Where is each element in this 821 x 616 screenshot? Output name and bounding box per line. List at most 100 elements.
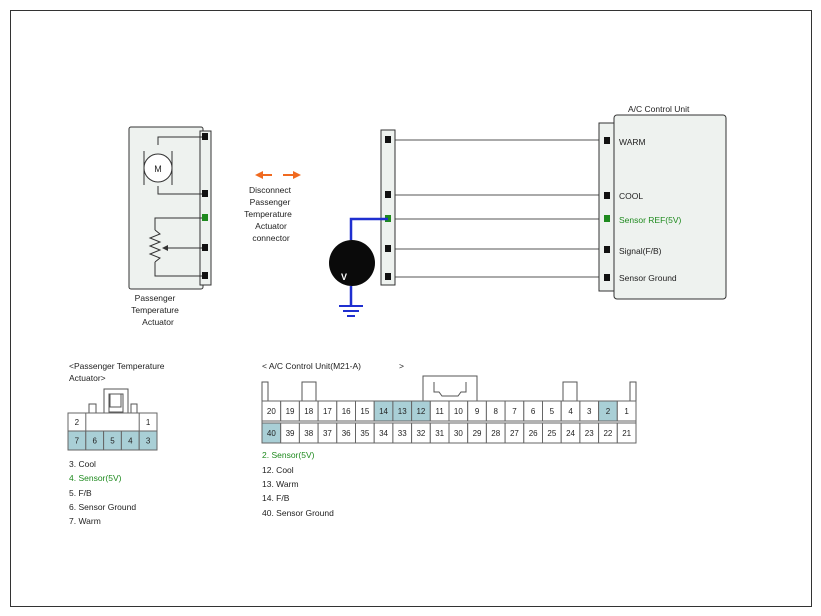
actuator-pin-cool [202,190,208,197]
pin-number: 21 [622,429,631,438]
pin-number: 39 [286,429,295,438]
pin-number: 6 [531,407,536,416]
voltmeter-icon [329,240,375,286]
pin-number: 40 [267,429,276,438]
cu-pin-warm [604,137,610,144]
pin-number: 2 [606,407,611,416]
pin-number: 11 [435,407,444,416]
harness-pin-warm [385,136,391,143]
pin-number: 26 [529,429,538,438]
pot-wire-top [154,217,204,230]
actuator-label-1: Passenger [135,293,176,303]
pin-cell [616,400,637,422]
pin-number: 33 [398,429,407,438]
disconnect-line-4: Actuator [255,221,287,231]
actuator-pin-sensor [202,214,208,221]
pin-number: 3 [146,437,151,446]
pin-number: 5 [550,407,555,416]
pin-number: 4 [128,437,133,446]
left-legend-3: 5. F/B [69,488,92,498]
pin-number: 3 [587,407,592,416]
voltmeter-label: V [341,272,347,282]
terminal-cool: COOL [619,191,643,201]
pin-number: 16 [342,407,351,416]
pin-number: 35 [360,429,369,438]
pin-number: 27 [510,429,519,438]
pin-number: 7 [75,437,80,446]
pin-number: 29 [473,429,482,438]
cu-pin-sensor [604,215,610,222]
pin-number: 6 [92,437,97,446]
disconnect-arrows-icon [255,171,301,179]
actuator-pin-warm [202,133,208,140]
cu-pin-ground [604,274,610,281]
left-connector-title-2: Actuator> [69,373,106,383]
pin-number: 20 [267,407,276,416]
right-legend-4: 14. F/B [262,493,290,503]
pin-number: 1 [146,418,151,427]
pot-wire-bottom [154,262,204,277]
pin-number: 15 [360,407,369,416]
actuator-connector [199,130,212,286]
pin-number: 23 [585,429,594,438]
actuator-wire-cool [157,186,204,195]
harness-pin-fb [385,245,391,252]
pin-number: 5 [110,437,115,446]
potentiometer-icon [148,229,162,263]
motor-letter: M [154,164,162,174]
cu-pin-fb [604,246,610,253]
cu-pin-cool [604,192,610,199]
pin-number: 1 [624,407,629,416]
pin-cell [616,422,637,444]
pin-number: 30 [454,429,463,438]
harness-connector [380,129,396,286]
left-legend-1: 3. Cool [69,459,96,469]
harness-pin-cool [385,191,391,198]
actuator-wire-warm [157,136,204,145]
pin-number: 13 [398,407,407,416]
terminal-signal: Signal(F/B) [619,246,662,256]
disconnect-note: Disconnect Passenger Temperature Actuato… [244,185,292,243]
disconnect-line-2: Passenger [250,197,291,207]
pin-number: 4 [568,407,573,416]
pin-number: 36 [342,429,351,438]
actuator-pin-fb [202,244,208,251]
pin-number: 8 [494,407,499,416]
terminal-sensor-ref: Sensor REF(5V) [619,215,682,225]
right-legend-3: 13. Warm [262,479,299,489]
left-legend-4: 6. Sensor Ground [69,502,136,512]
probe-positive [349,217,388,240]
pin-number: 38 [304,429,313,438]
pin-number: 17 [323,407,332,416]
actuator-label-2: Temperature [131,305,179,315]
control-unit-body [613,114,727,300]
pin-number: 25 [547,429,556,438]
pin-number: 19 [286,407,295,416]
pin-number: 2 [75,418,80,427]
terminal-ground: Sensor Ground [619,273,677,283]
actuator-pin-ground [202,272,208,279]
pin-number: 9 [475,407,480,416]
pin-number: 12 [416,407,425,416]
actuator-body [128,126,204,290]
control-unit: A/C Control Unit WARM COOL Sensor REF(5V… [598,104,727,300]
disconnect-line-3: Temperature [244,209,292,219]
harness [380,129,608,286]
left-legend-5: 7. Warm [69,516,101,526]
pin-number: 24 [566,429,575,438]
pin-number: 18 [304,407,313,416]
pin-number: 28 [491,429,500,438]
disconnect-line-5: connector [252,233,289,243]
diagram-frame [10,10,812,607]
pin-number: 37 [323,429,332,438]
pin-number: 14 [379,407,388,416]
right-legend-5: 40. Sensor Ground [262,508,334,518]
pin-number: 34 [379,429,388,438]
pin-number: 10 [454,407,463,416]
right-connector-title: < A/C Control Unit(M21-A) [262,361,361,371]
right-legend-1: 2. Sensor(5V) [262,450,315,460]
